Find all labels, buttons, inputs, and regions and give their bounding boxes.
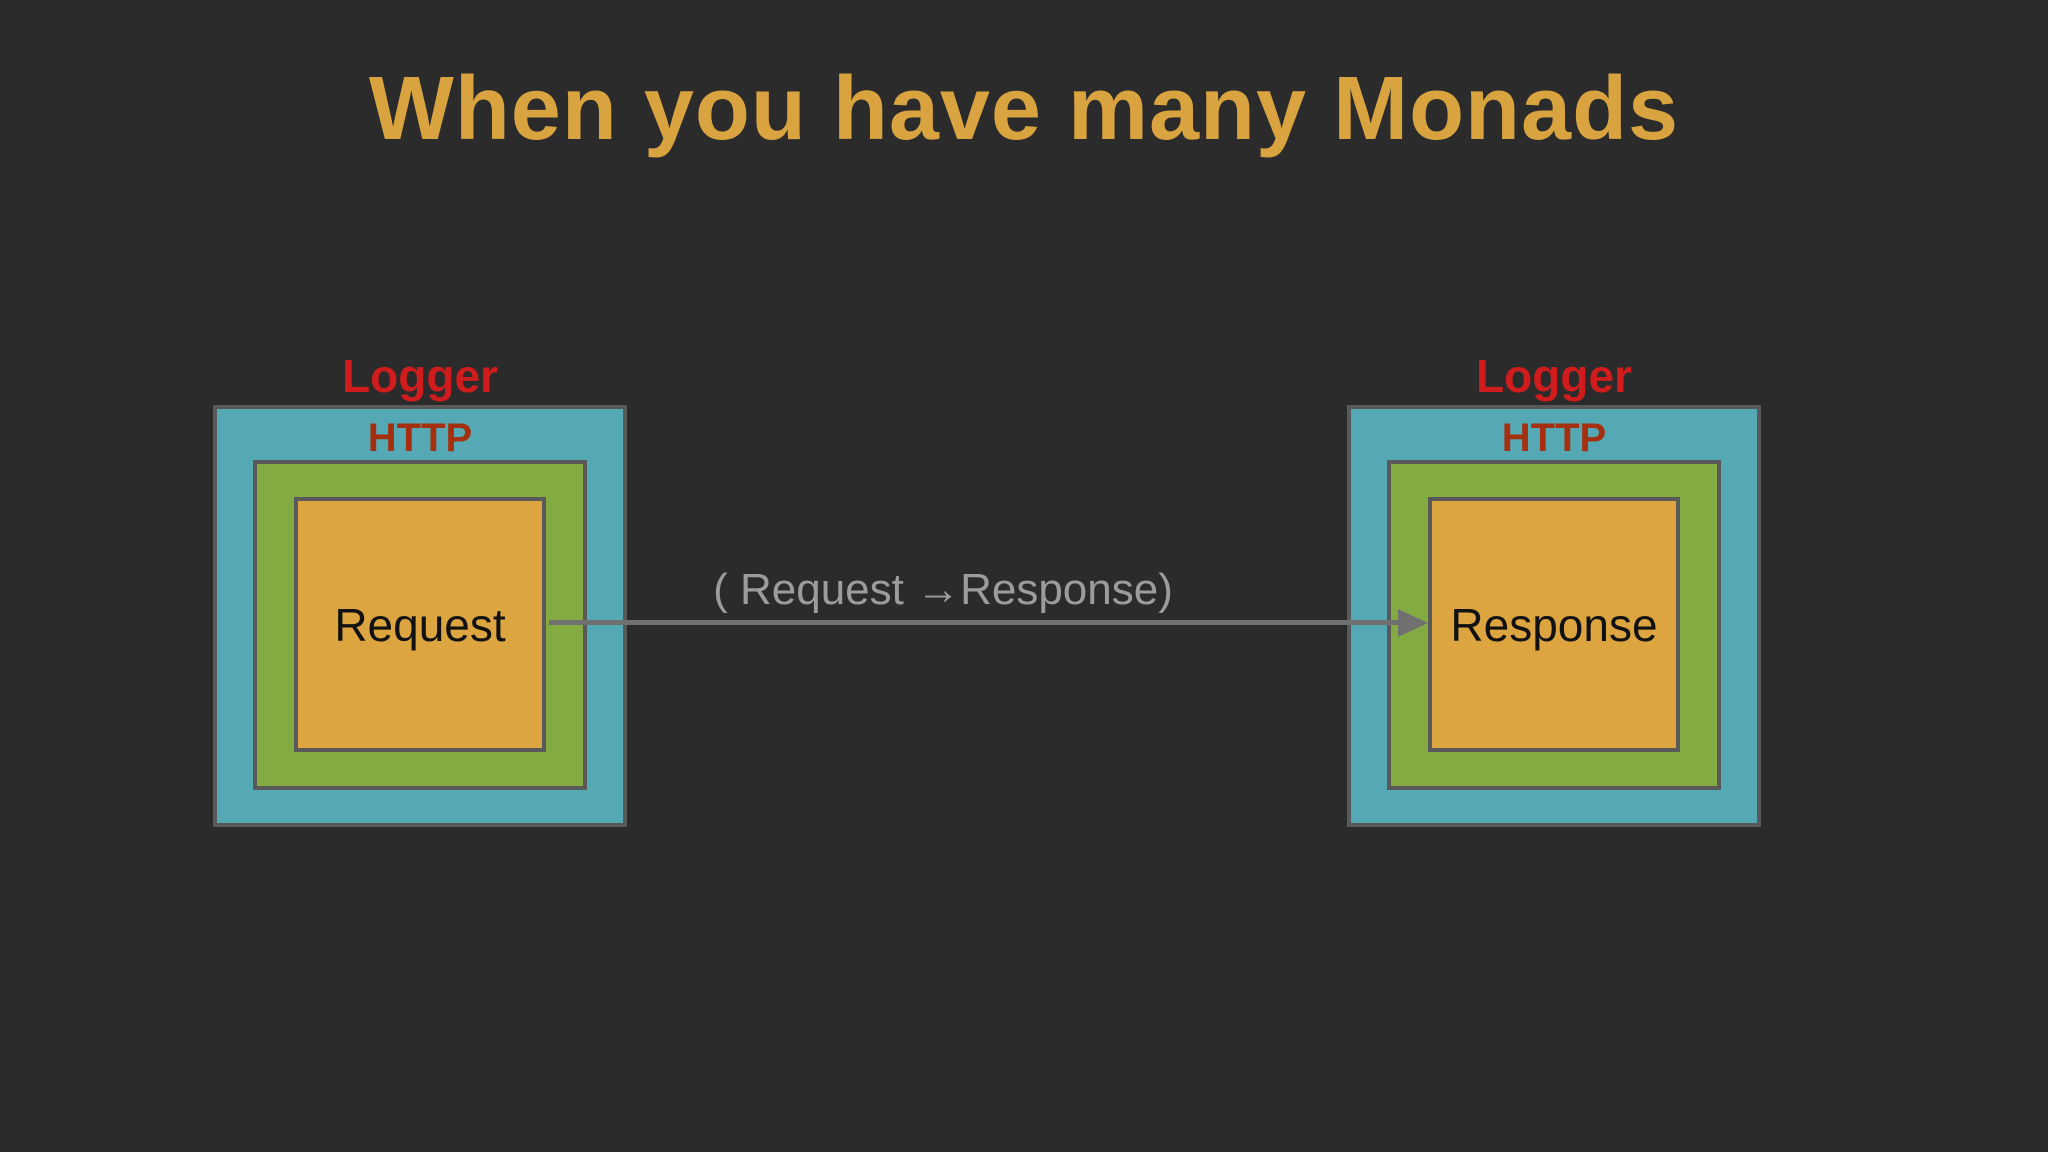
- request-label: Request: [334, 598, 506, 651]
- http-box-right: Response: [1387, 460, 1721, 790]
- http-label-right: HTTP: [1501, 416, 1607, 460]
- response-box: Response: [1428, 497, 1680, 752]
- slide-title: When you have many Monads: [368, 59, 1680, 159]
- logger-label-right: Logger: [1476, 350, 1632, 402]
- logger-label-left: Logger: [342, 350, 498, 402]
- request-box: Request: [294, 497, 546, 752]
- arrow-head-icon: [1398, 609, 1428, 637]
- response-monad-group: Logger HTTP Response: [1347, 352, 1761, 827]
- http-label-left: HTTP: [367, 416, 473, 460]
- arrow-line: [549, 620, 1400, 625]
- response-label: Response: [1450, 598, 1658, 651]
- request-monad-group: Logger HTTP Request: [213, 352, 627, 827]
- logger-box-left: HTTP Request: [213, 405, 627, 827]
- http-box-left: Request: [253, 460, 587, 790]
- logger-box-right: HTTP Response: [1347, 405, 1761, 827]
- arrow-function-label: ( Request →Response): [713, 565, 1173, 614]
